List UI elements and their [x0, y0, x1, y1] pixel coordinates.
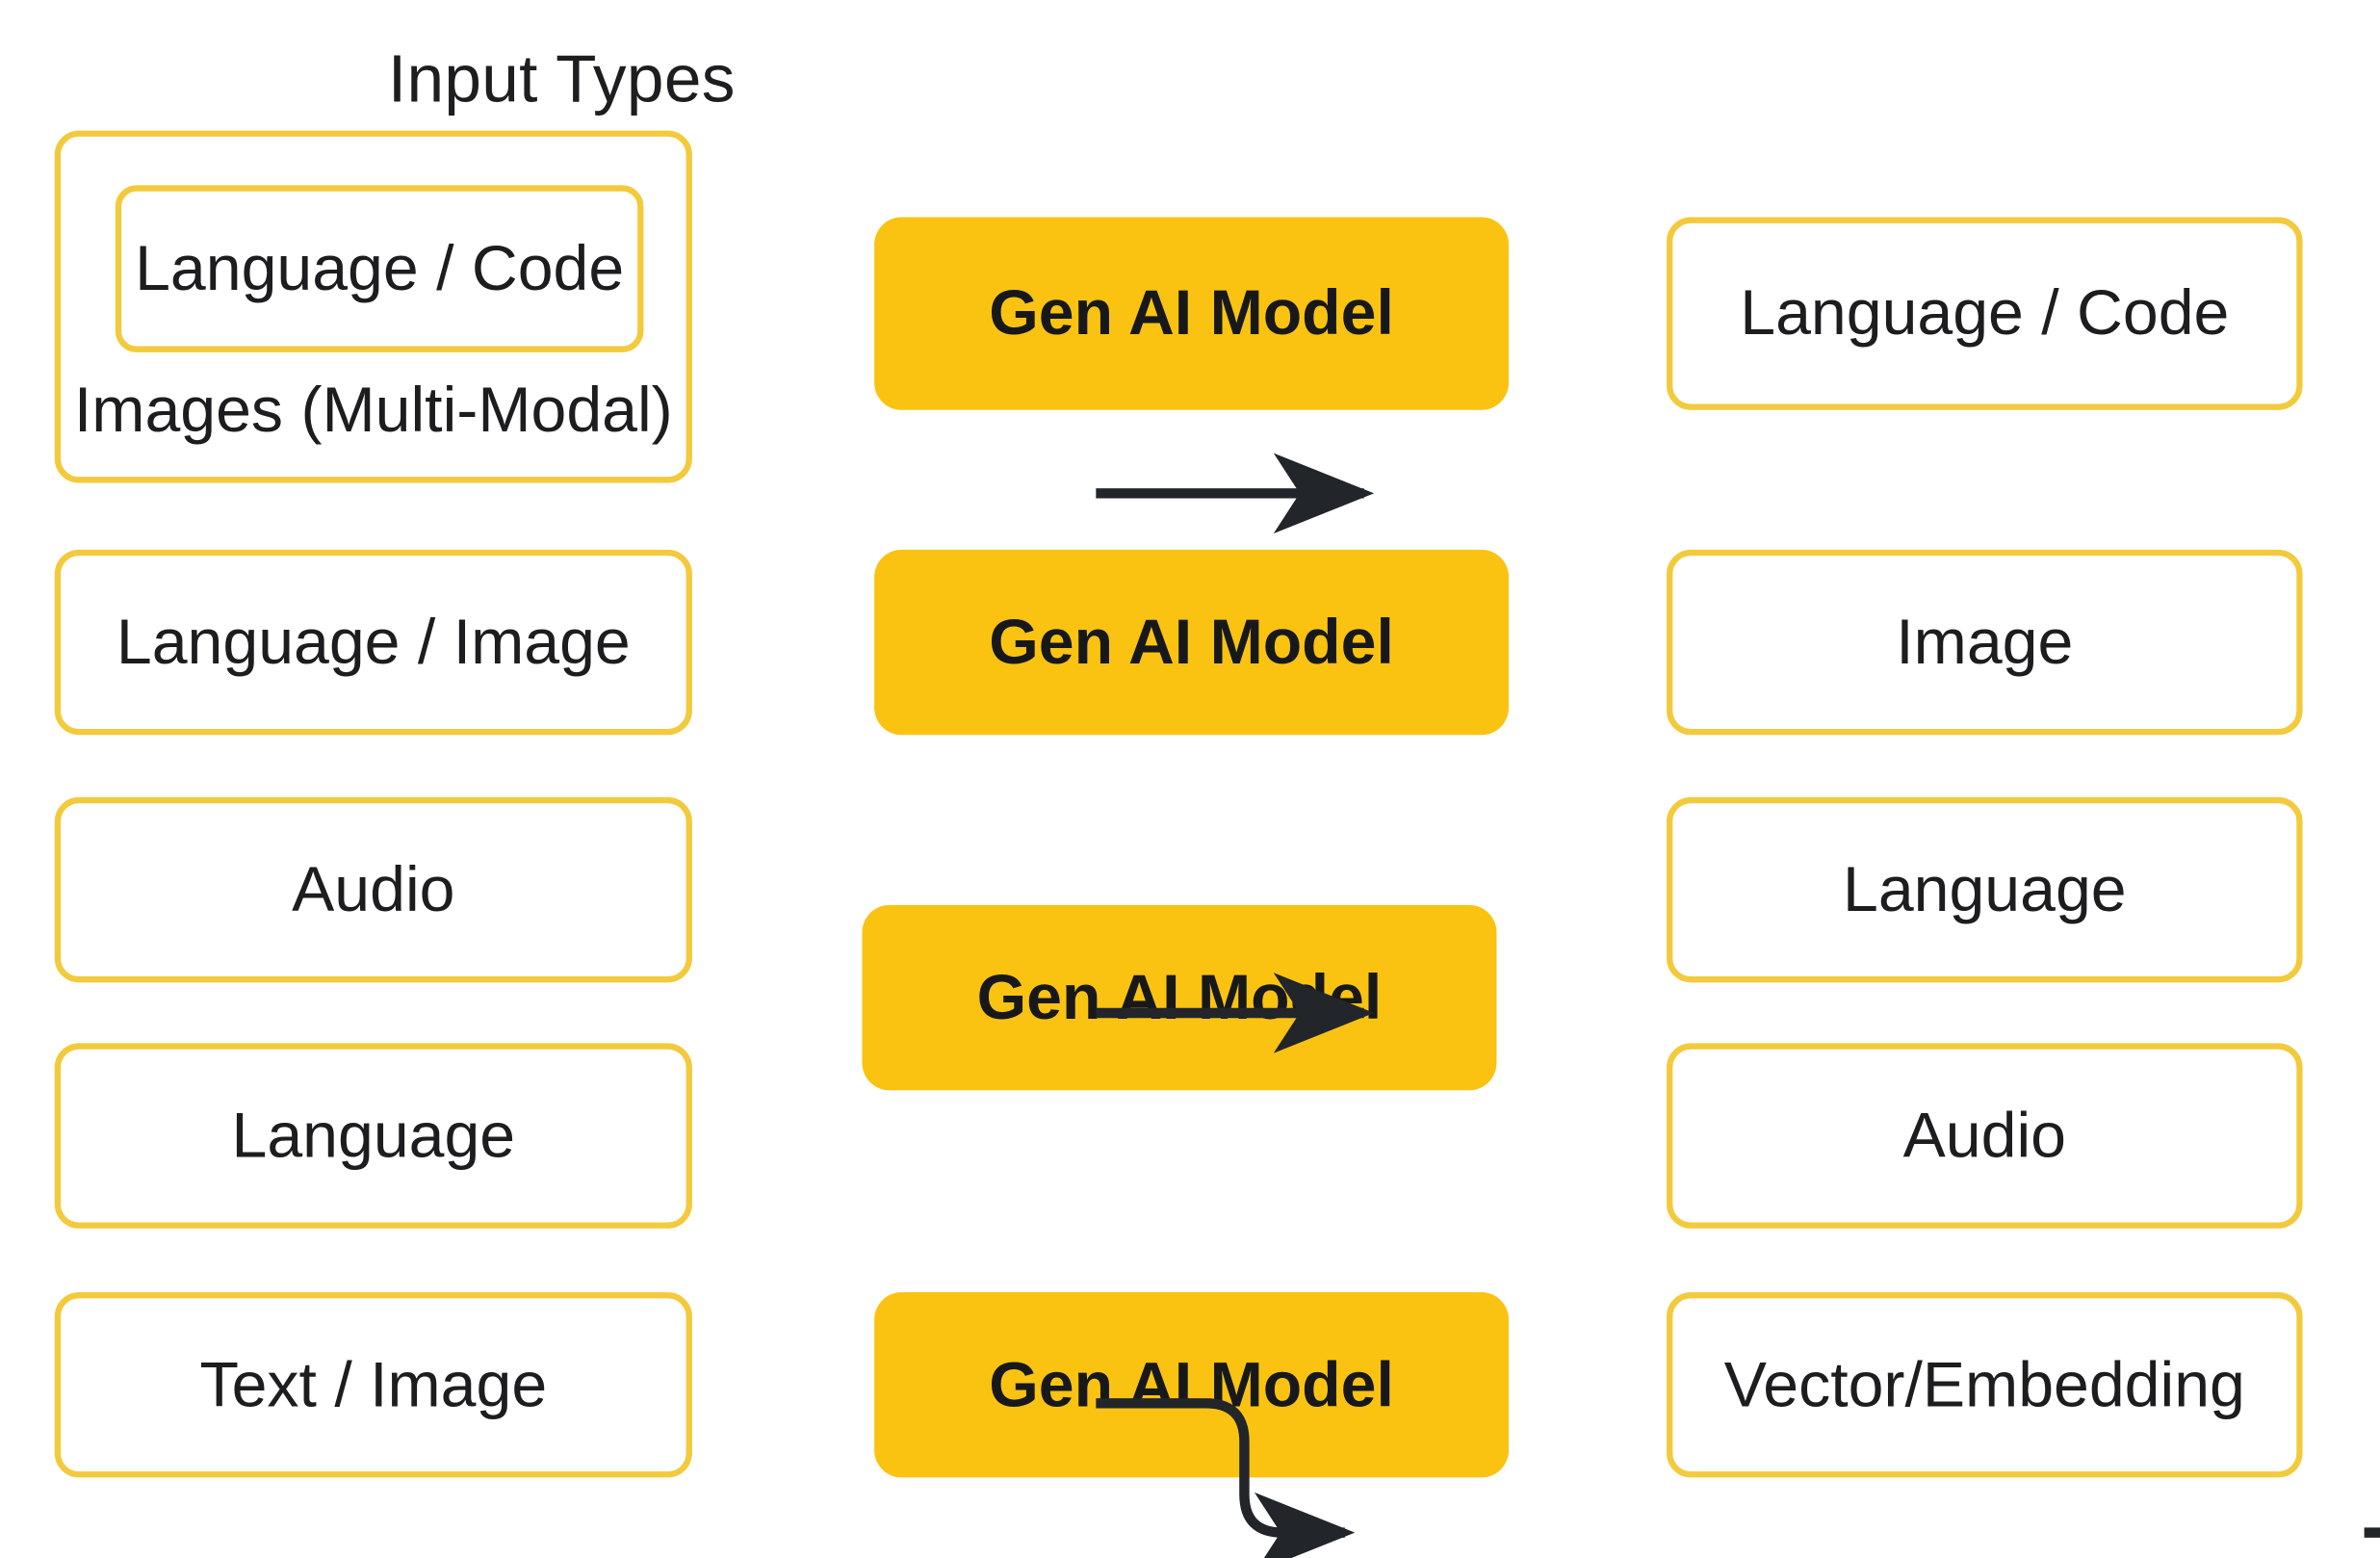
input-node-audio[interactable]: Audio	[54, 796, 692, 983]
model-node-row-4[interactable]: Gen AI Model	[874, 1292, 1510, 1478]
arrow-model3-to-output-language	[2364, 1527, 2380, 1538]
input-node-language-code[interactable]: Language / Code	[115, 185, 644, 352]
input-node-language-label: Language	[231, 1099, 516, 1171]
model-node-row-1[interactable]: Gen AI Model	[874, 217, 1510, 410]
model-node-row-2[interactable]: Gen AI Model	[874, 549, 1510, 736]
input-group-language-code-images[interactable]: Language / Code Images (Multi-Modal)	[54, 130, 692, 483]
model-node-row-4-label: Gen AI Model	[989, 1348, 1394, 1420]
output-node-audio-label: Audio	[1902, 1099, 2066, 1171]
model-node-row-3[interactable]: Gen AI Model	[862, 904, 1497, 1091]
output-node-audio[interactable]: Audio	[1667, 1043, 2303, 1229]
model-node-row-1-label: Gen AI Model	[989, 276, 1394, 349]
input-types-heading: Input Types	[387, 42, 736, 117]
output-node-language-label: Language	[1843, 853, 2127, 925]
input-node-text-image[interactable]: Text / Image	[54, 1292, 692, 1478]
input-node-language-image[interactable]: Language / Image	[54, 549, 692, 736]
input-node-language[interactable]: Language	[54, 1043, 692, 1229]
input-node-language-image-label: Language / Image	[116, 605, 631, 678]
output-node-vector-embedding[interactable]: Vector/Embedding	[1667, 1292, 2303, 1478]
model-node-row-2-label: Gen AI Model	[989, 605, 1394, 678]
input-node-audio-label: Audio	[292, 853, 455, 925]
input-node-images-multimodal-label: Images (Multi-Modal)	[73, 373, 673, 446]
input-node-text-image-label: Text / Image	[199, 1348, 548, 1420]
output-node-language[interactable]: Language	[1667, 796, 2303, 983]
output-node-language-code[interactable]: Language / Code	[1667, 217, 2303, 410]
input-node-language-code-label: Language / Code	[135, 232, 625, 304]
output-node-image[interactable]: Image	[1667, 549, 2303, 736]
output-node-image-label: Image	[1896, 605, 2074, 678]
model-node-row-3-label: Gen AI Model	[976, 960, 1383, 1033]
output-node-language-code-label: Language / Code	[1740, 276, 2230, 349]
output-node-vector-embedding-label: Vector/Embedding	[1723, 1348, 2245, 1420]
